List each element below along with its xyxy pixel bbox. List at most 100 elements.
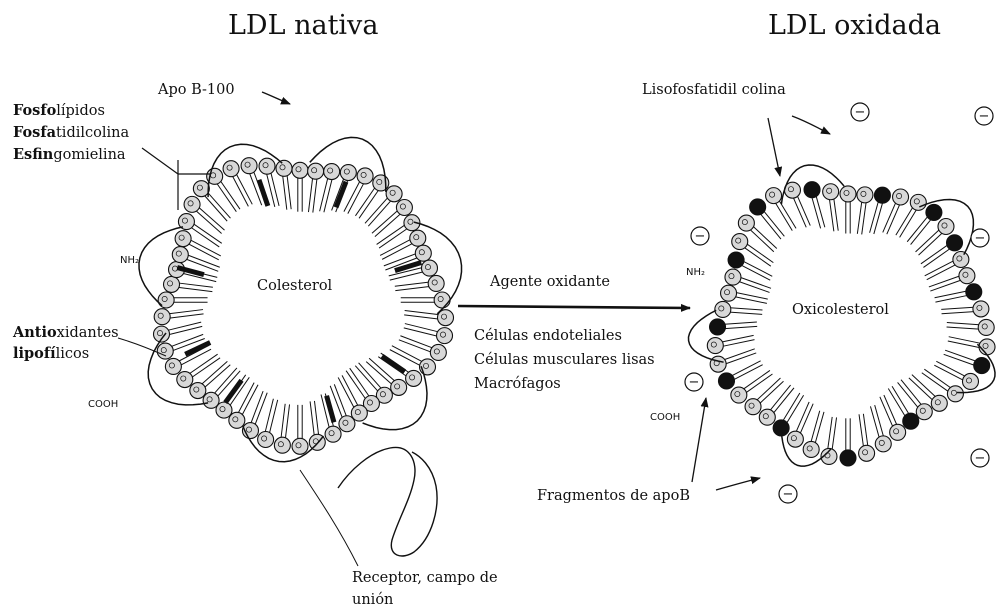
lysophosphatidylcholine-head [718,373,734,389]
lipid-tail [834,198,838,230]
phospholipid-head [725,269,741,285]
lipid-tail [355,187,375,215]
phospholipid-head [339,416,355,432]
phospholipid-head [787,431,803,447]
lipid-tail [287,175,291,209]
lipid-tail [217,183,237,211]
lipid-tail [941,307,974,309]
lipid-tail [314,401,318,435]
phospholipid-head [175,231,191,247]
lipid-tail [730,312,763,314]
lipid-tail [208,192,231,218]
lipid-tail [773,388,794,413]
lipid-tail [829,199,833,231]
lipid-tail [390,272,423,280]
phospholipid-head [241,158,257,174]
lipid-tail [395,282,429,286]
lipid-tail [179,283,213,287]
phospholipid-head [158,292,174,308]
phospholipid-head [184,196,200,212]
phospholipid-head [258,432,274,448]
lipid-tail [378,357,406,377]
lipid-tail [204,195,227,221]
phospholipid-head [953,252,969,268]
phospholipid-head [979,339,995,355]
lipid-tail [310,401,314,435]
lipid-tail [320,178,328,211]
antioxidant-bar [395,262,421,270]
lipid-tail [930,280,961,291]
lipid-tail [947,323,980,325]
apob-fragment-arrow-2 [716,478,760,490]
phospholipid-head [859,445,875,461]
phospholipid-head [292,162,308,178]
phospholipid-head [916,404,932,420]
phospholipid-head [890,424,906,440]
lipid-tail [725,353,756,364]
phospholipid-head [823,184,839,200]
lipid-tail [193,224,221,244]
phospholipid-head [274,437,290,453]
phospholipid-head [710,356,726,372]
lipid-tail [324,179,332,212]
lipid-tail [828,417,832,449]
phospholipid-head [959,268,975,284]
receptor-pointer-line [300,470,358,566]
lipid-tail [359,190,379,218]
antioxidant-bar [382,356,405,372]
lipid-tail [372,210,398,233]
lipid-tail [944,354,975,365]
lipid-tail [757,378,781,400]
phospholipid-head [164,276,180,292]
phospholipid-head [732,234,748,250]
negative-charge-symbol: − [695,229,706,244]
lipid-tail [202,361,228,384]
lipid-tail [190,240,220,256]
phospholipid-head [421,260,437,276]
lipid-tail [238,383,254,413]
phospholipid-head [910,194,926,210]
phospholipid-head [340,165,356,181]
phospholipid-head [190,383,206,399]
phospholipid-head [721,285,737,301]
lipid-tail [375,214,401,237]
lipid-tail [169,310,203,314]
negative-charge-symbol: − [855,105,866,120]
lipid-tail [404,315,438,319]
lipid-tail [912,375,936,397]
lipid-tail [189,354,217,374]
lyso-arrow-2 [792,116,830,134]
lipid-tail [896,207,913,235]
lipid-tail [892,386,909,414]
phospholipid-head [292,438,308,454]
lipid-tail [770,385,791,410]
phospholipid-head [803,441,819,457]
phospholipid-head [165,358,181,374]
lipid-tail [169,314,203,318]
phospholipid-head [745,399,761,415]
phospholipid-head [386,186,402,202]
phospholipid-head [715,301,731,317]
phospholipid-head [259,158,275,174]
negative-charge-symbol: − [689,375,700,390]
lipid-tail [377,225,405,245]
phospholipid-head [738,215,754,231]
lipid-tail [350,368,370,396]
phospholipid-head [177,372,193,388]
lipid-tail [283,176,287,210]
lipid-tail [870,201,879,232]
phospholipid-head [193,181,209,197]
lipid-tail [921,245,948,264]
phospholipid-head [938,218,954,234]
lipid-tail [909,378,933,400]
lipid-tail [724,322,757,324]
lipid-tail [405,310,439,314]
lysophosphatidylcholine-head [974,358,990,374]
negative-charge-symbol: − [979,109,990,124]
negative-charge-symbol: − [975,451,986,466]
lipid-tail [739,282,770,293]
lipid-tail [783,393,800,421]
lipid-tail [169,326,202,334]
ldl-oxidized-particle: −−−−−−− [685,103,995,503]
lipid-tail [922,373,949,392]
